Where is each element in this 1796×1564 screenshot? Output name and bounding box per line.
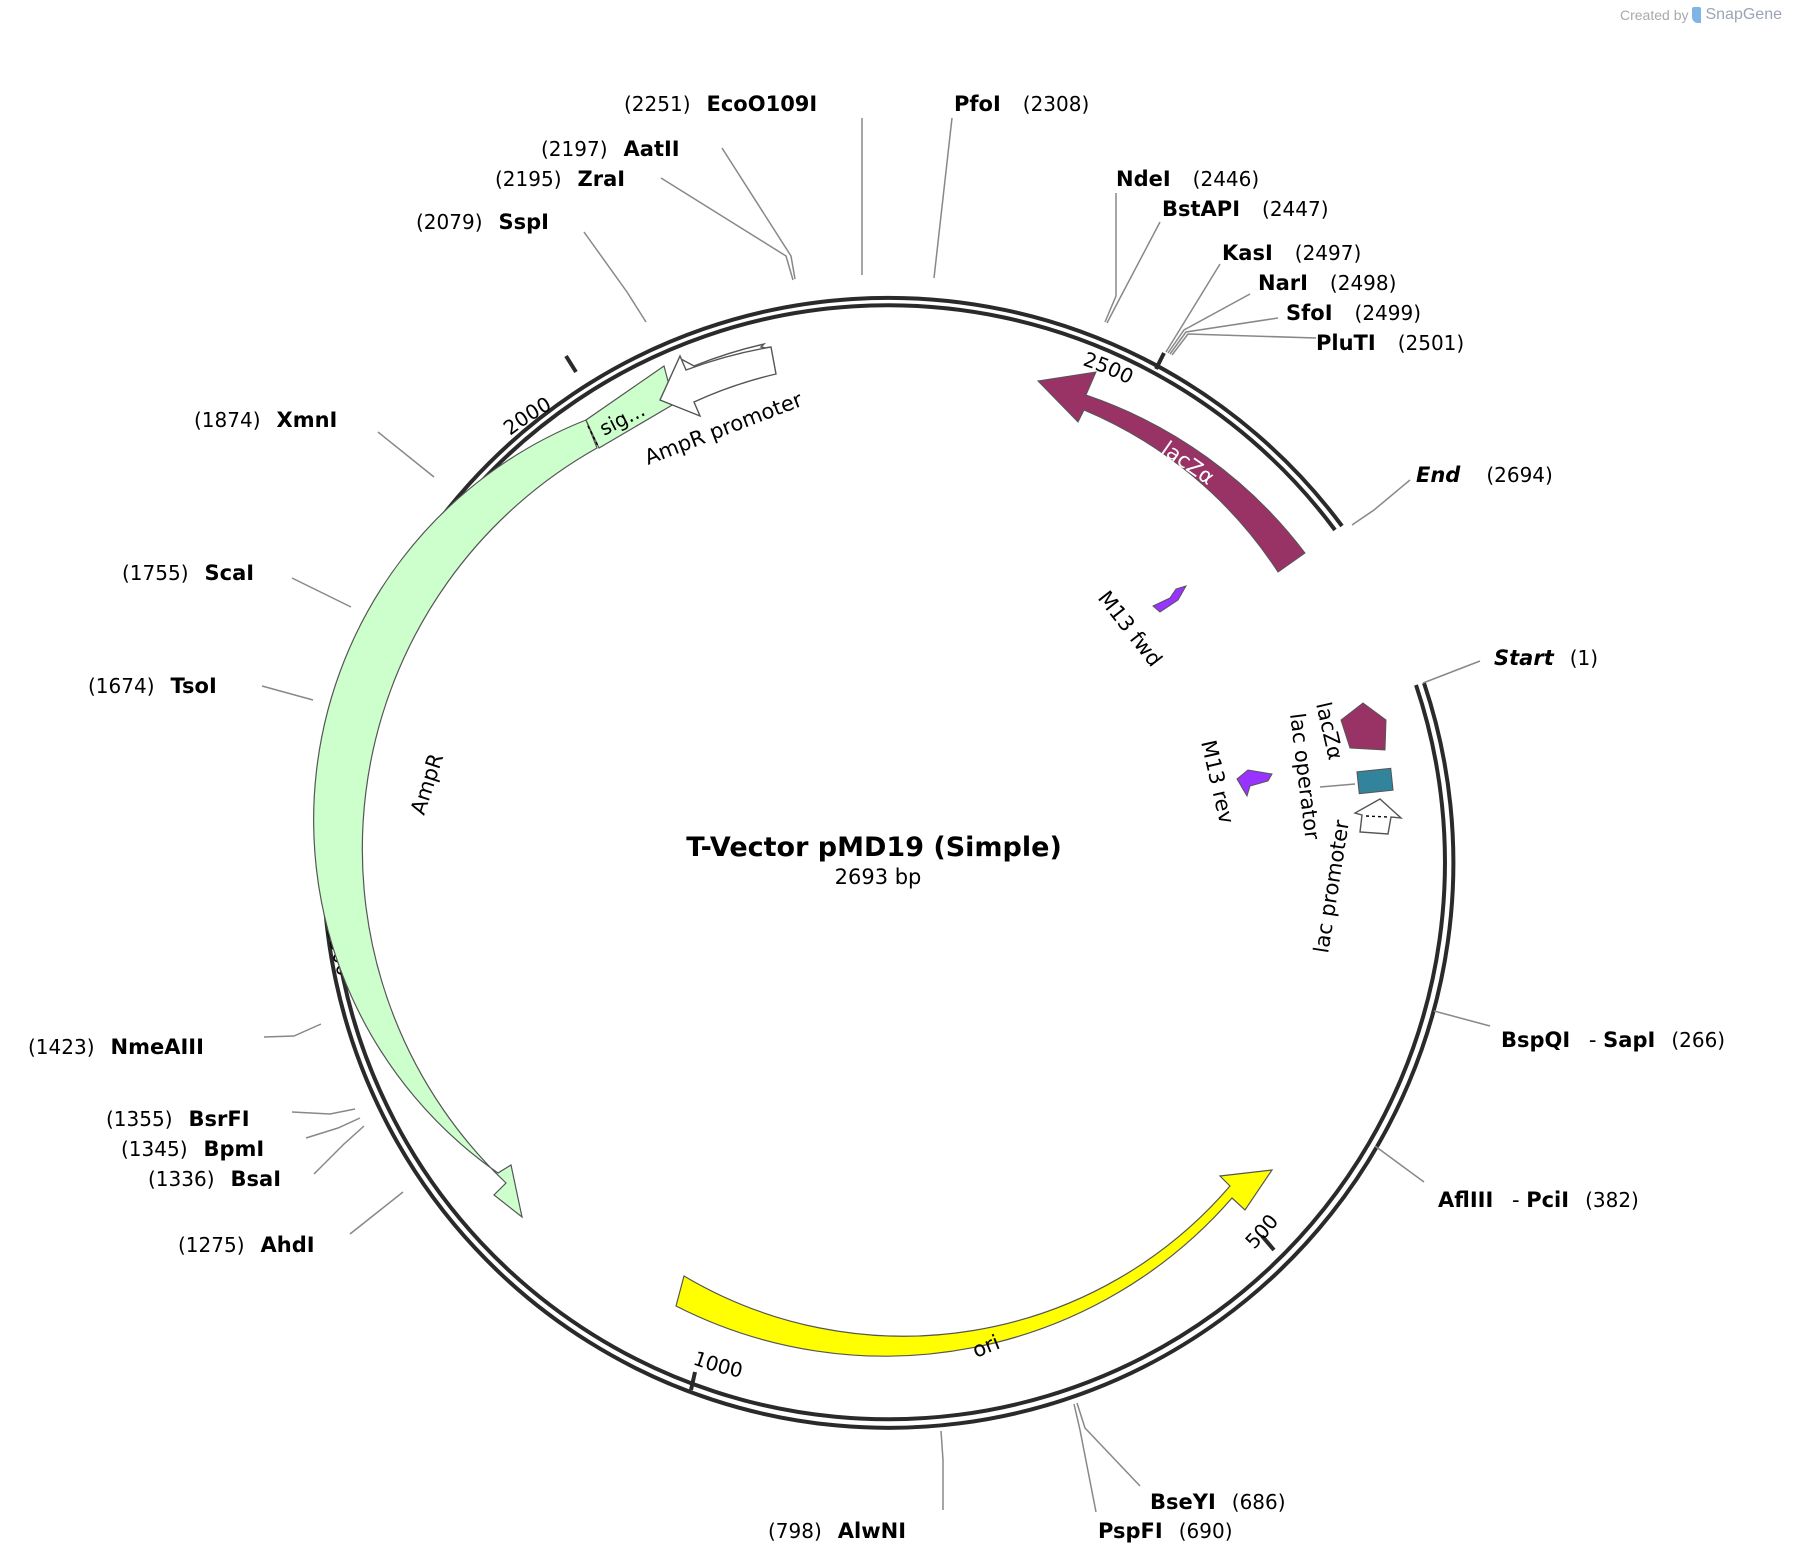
leader-ahdi <box>349 1191 404 1235</box>
feature-ampr-arrow[interactable] <box>313 419 598 1219</box>
site-leader-lines <box>261 117 1491 1513</box>
site-end[interactable]: End(2694) <box>1416 463 1553 487</box>
site-bspqi-sapi[interactable]: BspQI - SapI(266) <box>1501 1028 1725 1052</box>
lac-operator-leader <box>1319 783 1356 788</box>
site-start[interactable]: Start(1) <box>1494 646 1598 670</box>
site-nari[interactable]: NarI(2498) <box>1258 271 1396 295</box>
site-ecoo109i[interactable]: (2251)EcoO109I <box>624 92 817 116</box>
site-ahdi[interactable]: (1275)AhdI <box>178 1233 315 1257</box>
site-pfoi[interactable]: PfoI(2308) <box>954 92 1089 116</box>
feature-ampr-promoter-shape <box>659 346 777 418</box>
leader-pluti <box>1171 333 1317 356</box>
leader-sfoi <box>1169 317 1279 355</box>
leader-aatii <box>721 147 796 280</box>
leader-zrai <box>660 177 794 281</box>
leader-bpmi <box>305 1117 361 1139</box>
feature-lacz-alpha-arrow[interactable] <box>1036 371 1306 573</box>
feature-lac-operator-box[interactable] <box>1356 767 1394 795</box>
site-sspi[interactable]: (2079)SspI <box>416 210 549 234</box>
site-scai[interactable]: (1755)ScaI <box>122 561 254 585</box>
leader-kasi <box>1165 263 1221 353</box>
site-bstapi[interactable]: BstAPI(2447) <box>1162 197 1329 221</box>
feature-ori-arrow[interactable] <box>675 1169 1274 1357</box>
leader-bstapi <box>1106 221 1161 324</box>
leader-pspfi <box>1073 1403 1097 1513</box>
site-sfoi[interactable]: SfoI(2499) <box>1286 301 1421 325</box>
site-nmeaiii[interactable]: (1423)NmeAIII <box>28 1035 204 1059</box>
leader-start <box>1422 660 1481 684</box>
tick-mark-2000 <box>564 354 578 374</box>
leader-afliii <box>1374 1145 1425 1183</box>
feature-m13-rev-arrow[interactable] <box>1236 769 1273 798</box>
leader-bspqi <box>1433 1010 1491 1027</box>
signal-peptide-divider <box>587 425 599 447</box>
site-tsoi[interactable]: (1674)TsoI <box>88 674 217 698</box>
lac-promoter-divider <box>1365 815 1389 818</box>
site-afliii-pcii[interactable]: AflIII - PciI(382) <box>1438 1188 1639 1212</box>
snapgene-credit: Created by SnapGene <box>1620 6 1782 24</box>
leader-sspi <box>583 231 647 323</box>
feature-m13-fwd-label: M13 fwd <box>1093 586 1167 671</box>
plasmid-title: T-Vector pMD19 (Simple) <box>686 832 1062 863</box>
site-xmni[interactable]: (1874)XmnI <box>194 408 337 432</box>
leader-pfoi <box>933 117 953 279</box>
site-aatii[interactable]: (2197)AatII <box>541 137 680 161</box>
site-pluti[interactable]: PluTI(2501) <box>1316 331 1464 355</box>
leader-alwni <box>940 1430 944 1510</box>
tick-label-2000: 2000 <box>499 392 555 440</box>
feature-lacz-alpha-small-arrow[interactable] <box>1340 702 1387 751</box>
leader-scai <box>291 577 352 608</box>
tick-mark-1000 <box>689 1371 697 1391</box>
site-bseyi[interactable]: BseYI(686) <box>1150 1490 1286 1514</box>
site-bsai[interactable]: (1336)BsaI <box>148 1167 281 1191</box>
leader-tsoi <box>261 685 314 701</box>
tick-mark-2500 <box>1154 352 1166 370</box>
leader-bsrfi <box>291 1108 356 1115</box>
plasmid-length: 2693 bp <box>835 865 922 889</box>
tick-label-500: 500 <box>1240 1209 1283 1253</box>
feature-m13-fwd-arrow[interactable] <box>1152 585 1188 613</box>
feature-ampr-text: AmpR <box>406 750 448 817</box>
snapgene-logo-icon <box>1692 7 1702 23</box>
leader-nari <box>1167 293 1251 354</box>
leader-nmeaiii <box>263 1023 322 1038</box>
tick-label-1000: 1000 <box>690 1346 745 1383</box>
site-pspfi[interactable]: PspFI(690) <box>1098 1519 1233 1543</box>
leader-ndei <box>1104 193 1117 323</box>
leader-end <box>1351 479 1411 526</box>
credit-brand: SnapGene <box>1705 6 1782 23</box>
site-zrai[interactable]: (2195)ZraI <box>495 167 625 191</box>
site-bsrfi[interactable]: (1355)BsrFI <box>106 1107 250 1131</box>
backbone <box>321 295 1456 1430</box>
tick-mark-500 <box>1260 1234 1276 1252</box>
feature-lacz-alpha-small-label: lacZα <box>1311 700 1348 762</box>
site-alwni[interactable]: (798)AlwNI <box>768 1519 906 1543</box>
leader-bsai <box>313 1125 365 1175</box>
credit-prefix: Created by <box>1620 7 1689 23</box>
site-kasi[interactable]: KasI(2497) <box>1222 241 1361 265</box>
leader-bseyi <box>1076 1402 1141 1487</box>
site-ndei[interactable]: NdeI(2446) <box>1116 167 1259 191</box>
leader-xmni <box>377 431 435 478</box>
feature-m13-rev-label: M13 rev <box>1196 738 1239 826</box>
site-bpmi[interactable]: (1345)BpmI <box>121 1137 264 1161</box>
